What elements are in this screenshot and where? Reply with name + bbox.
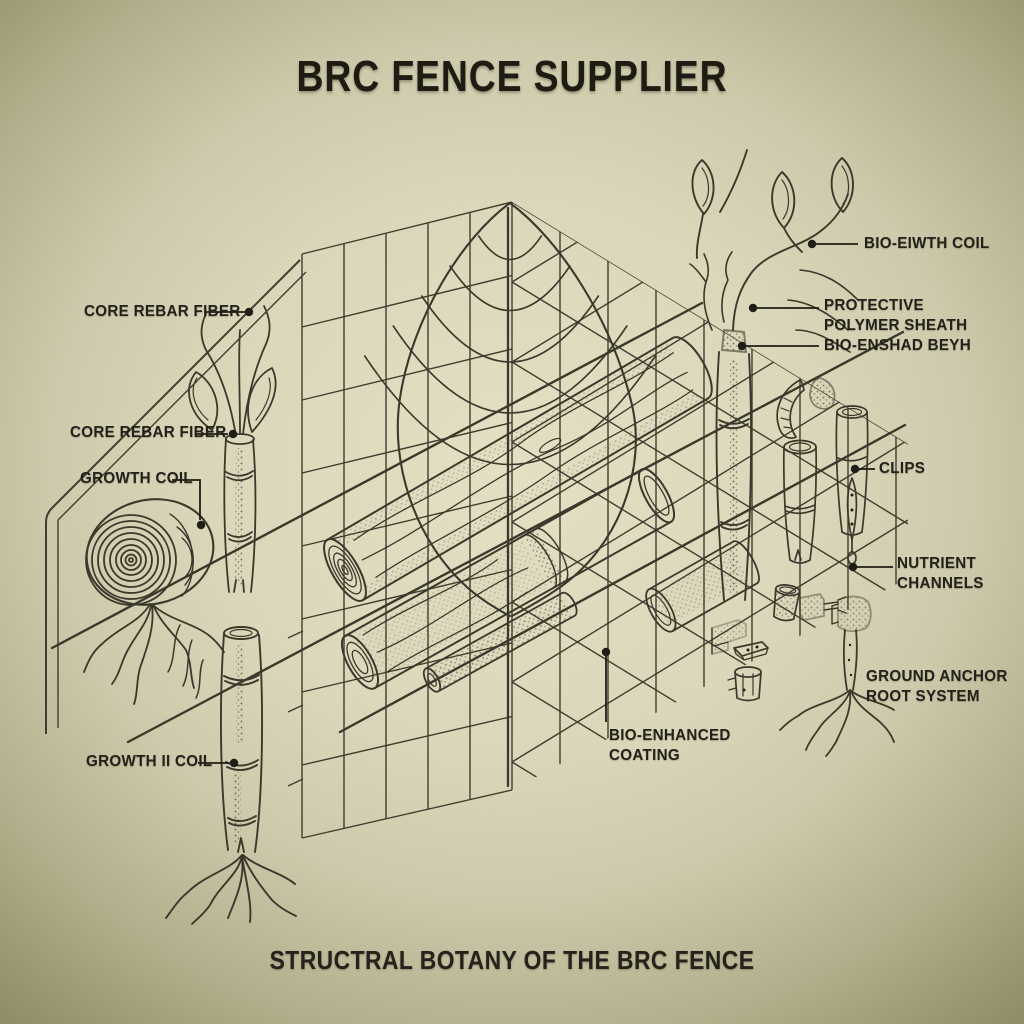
label-clips: CLIPS	[879, 460, 926, 477]
leader-lines	[172, 239, 893, 768]
wood-log-upper-drawing	[323, 336, 713, 602]
label-bio-enshad-beyh: BIO-ENSHAD BEYH	[824, 337, 971, 354]
label-protective-polymer-sheath: PROTECTIVE POLYMER SHEATH	[824, 297, 968, 334]
bamboo-post-drawing	[165, 624, 297, 925]
leaf-drawing	[363, 201, 657, 788]
poster-title: BRC FENCE SUPPLIER	[296, 52, 728, 101]
label-growth-ii-coil: GROWTH II COIL	[86, 753, 213, 770]
bamboo-sprout-drawing	[188, 305, 277, 593]
label-bio-eiwth-coil: BIO-EIWTH COIL	[864, 235, 990, 252]
label-core-rebar-fiber-top: CORE REBAR FIBER	[84, 303, 241, 320]
coated-rod-drawing	[422, 591, 578, 693]
poster-caption: STRUCTRAL BOTANY OF THE BRC FENCE	[269, 945, 755, 975]
ground-anchor-drawing	[779, 593, 895, 757]
label-core-rebar-fiber: CORE REBAR FIBER	[70, 424, 227, 441]
label-ground-anchor-root-system: GROUND ANCHOR ROOT SYSTEM	[866, 668, 1008, 705]
small-parts-drawing	[711, 377, 869, 702]
wood-log-lower-drawing	[340, 467, 676, 690]
sheathed-plant-drawing	[689, 149, 859, 601]
label-growth-coil: GROWTH COIL	[80, 470, 193, 487]
wire-rods-drawing	[50, 301, 907, 744]
label-bio-enhanced-coating: BIO-ENHANCED COATING	[609, 727, 731, 764]
label-nutrient-channels: NUTRIENT CHANNELS	[897, 555, 984, 592]
